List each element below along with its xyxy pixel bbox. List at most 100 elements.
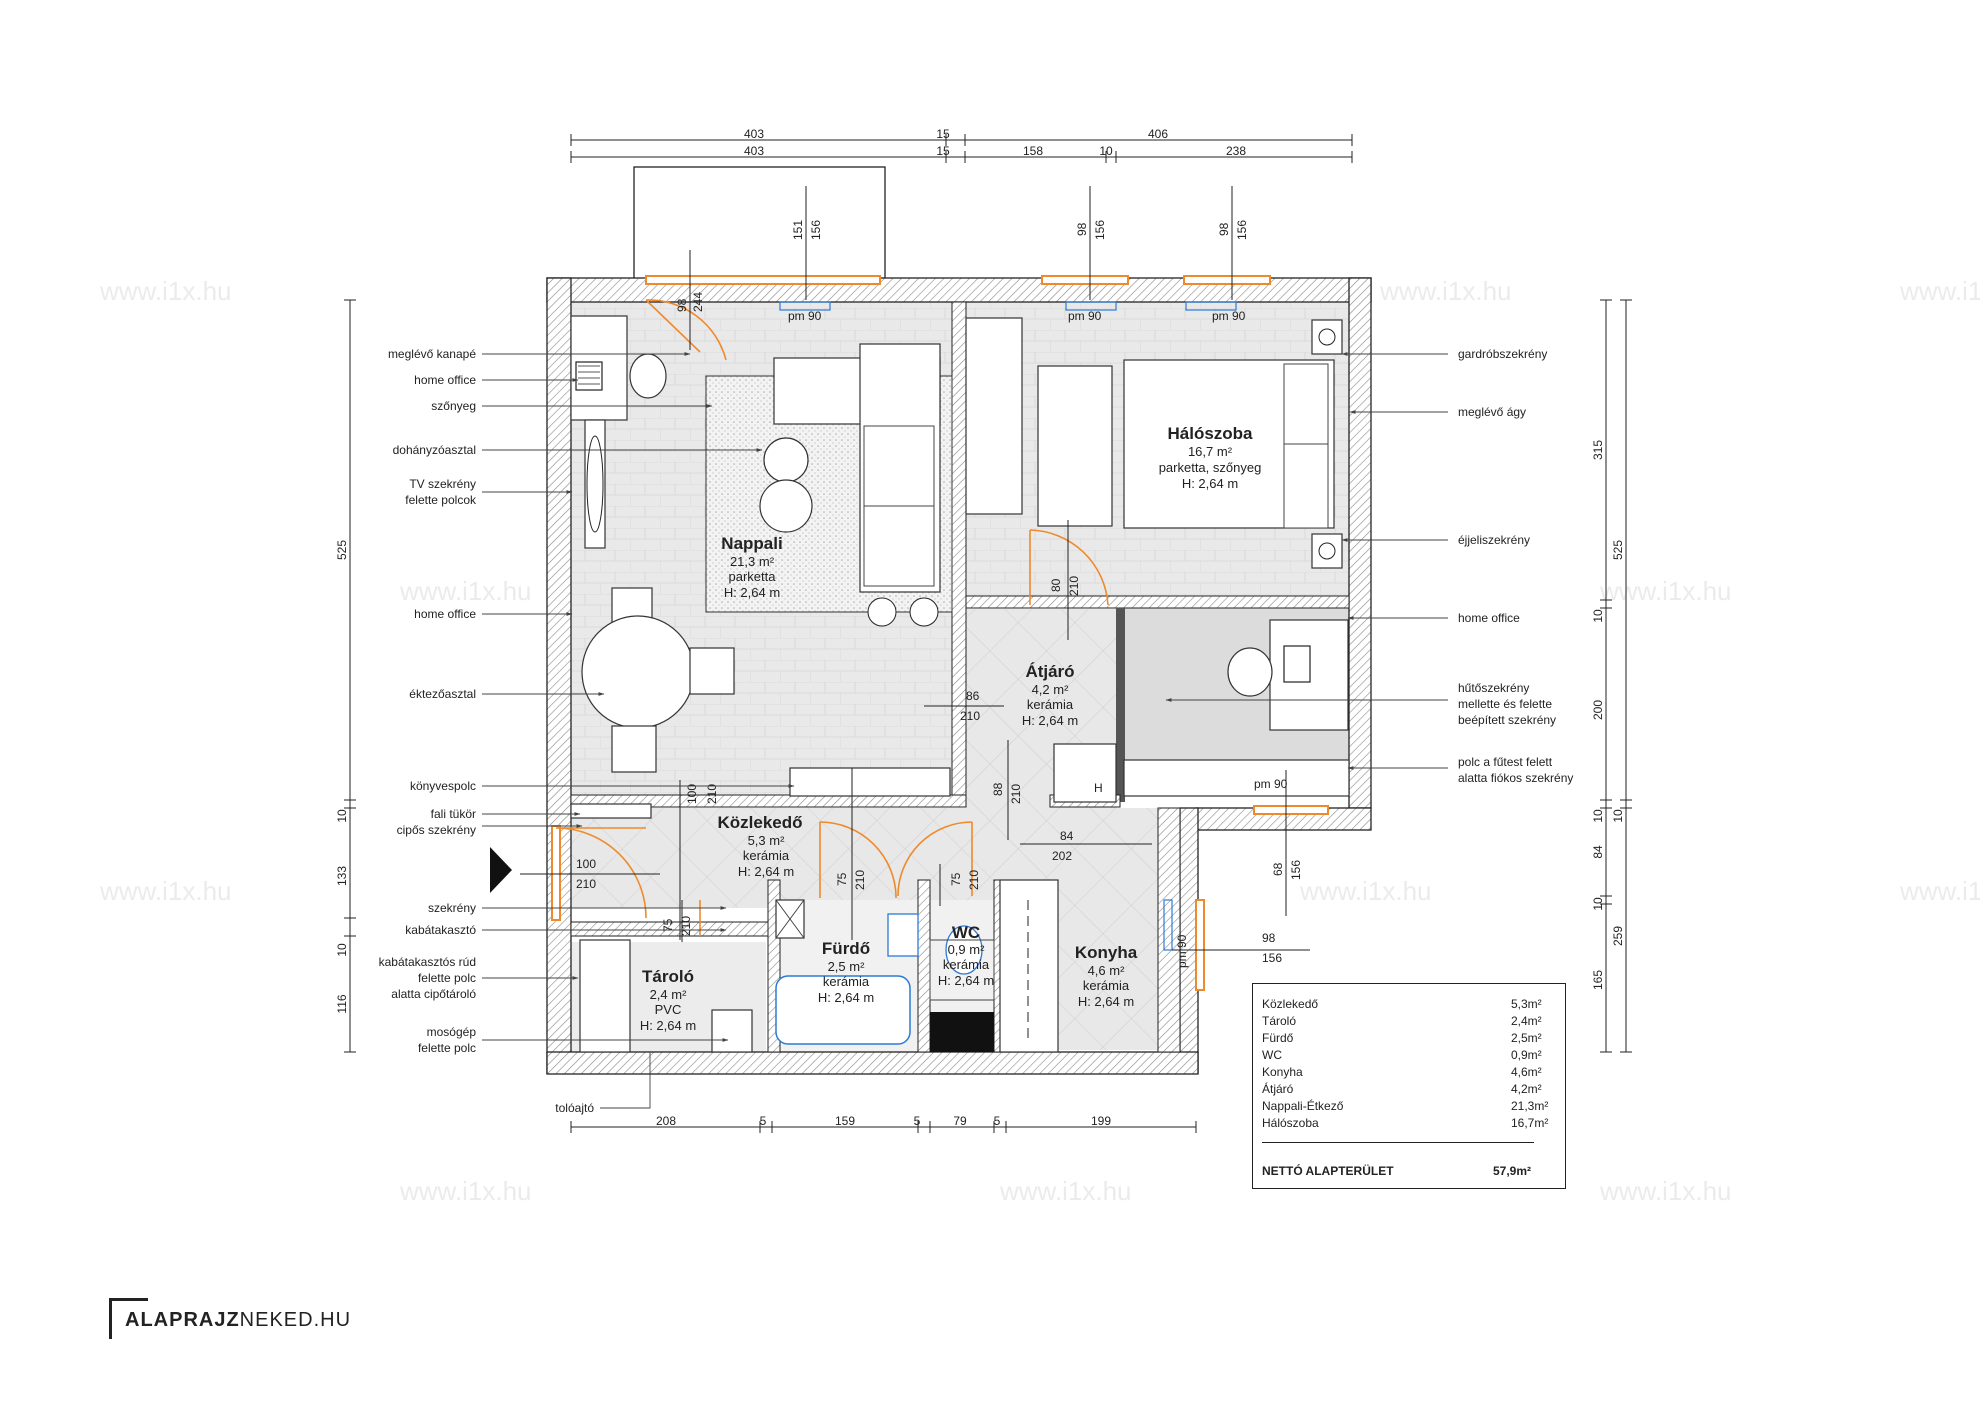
dim-bottom-6: 5 bbox=[994, 1114, 1001, 1128]
chair-icon bbox=[1227, 647, 1273, 697]
legend-area: 21,3m² bbox=[1511, 1099, 1549, 1113]
dim-left-1: 525 bbox=[335, 540, 349, 560]
pm-label: pm 90 bbox=[788, 309, 822, 323]
door-living-w: 86 bbox=[966, 689, 980, 703]
legend-area: 16,7m² bbox=[1511, 1116, 1549, 1130]
room-name: Átjáró bbox=[1025, 662, 1074, 681]
room-height: H: 2,64 m bbox=[1078, 994, 1134, 1009]
callout-moso-2: felette polc bbox=[418, 1041, 476, 1055]
opening-desk-w: 68 bbox=[1271, 862, 1285, 876]
dim-right-6: 10 bbox=[1591, 897, 1605, 911]
dim-bottom-1: 208 bbox=[656, 1114, 676, 1128]
window-kitchen bbox=[1195, 899, 1205, 991]
chair-icon bbox=[689, 647, 735, 695]
plant-icon bbox=[867, 597, 897, 627]
callout-ejjeli: éjjeliszekrény bbox=[1458, 533, 1530, 547]
legend-room: Közlekedő bbox=[1262, 997, 1319, 1011]
fridge-mark: H bbox=[1094, 781, 1103, 795]
nightstand bbox=[1311, 319, 1343, 355]
callout-home-office-2: home office bbox=[414, 607, 476, 621]
room-floor: kerámia bbox=[1083, 978, 1130, 993]
logo-regular: NEKED.HU bbox=[239, 1309, 352, 1331]
dim-right-10: 259 bbox=[1611, 926, 1625, 946]
chair-icon bbox=[611, 725, 657, 773]
callout-rud-3: alatta cipőtároló bbox=[391, 987, 476, 1001]
legend-row: Nappali-Étkező 21,3m² bbox=[1262, 1099, 1554, 1115]
pm-label: pm 90 bbox=[1175, 934, 1189, 968]
opening-living-h: 156 bbox=[809, 220, 823, 240]
legend-total-label: NETTÓ ALAPTERÜLET bbox=[1262, 1164, 1394, 1178]
dim-top-4: 403 bbox=[744, 144, 764, 158]
nightstand bbox=[1311, 533, 1343, 569]
room-floor: parketta bbox=[729, 569, 777, 584]
dim-right-3: 200 bbox=[1591, 700, 1605, 720]
watermark: www.i1x.hu bbox=[99, 276, 232, 306]
callout-szonyeg: szőnyeg bbox=[431, 399, 476, 413]
dim-top-7: 10 bbox=[1099, 144, 1113, 158]
dim-right-7: 165 bbox=[1591, 970, 1605, 990]
room-name: Fürdő bbox=[822, 939, 870, 958]
dim-bottom-4: 5 bbox=[914, 1114, 921, 1128]
dim-top-5: 15 bbox=[936, 144, 950, 158]
callout-tukor: fali tükör bbox=[431, 807, 476, 821]
door-living2-w: 100 bbox=[685, 784, 699, 804]
room-haloszoba: Hálószoba 16,7 m² parketta, szőnyeg H: 2… bbox=[1159, 424, 1262, 491]
legend-room: Tároló bbox=[1262, 1014, 1297, 1028]
opening-balcony-w: 98 bbox=[675, 298, 689, 312]
bookshelf bbox=[789, 767, 951, 797]
room-name: Konyha bbox=[1075, 943, 1138, 962]
doors bbox=[555, 299, 1109, 936]
callout-home-office: home office bbox=[414, 373, 476, 387]
dim-left-5: 116 bbox=[335, 994, 349, 1013]
wardrobe bbox=[965, 317, 1023, 515]
callout-dohanyzo: dohányzóasztal bbox=[393, 443, 476, 457]
dim-top-6: 158 bbox=[1023, 144, 1043, 158]
room-area: 4,2 m² bbox=[1032, 682, 1070, 697]
legend-divider bbox=[1262, 1142, 1534, 1143]
door-bath-w: 75 bbox=[835, 872, 849, 886]
window-living bbox=[645, 275, 881, 285]
room-name: Közlekedő bbox=[717, 813, 802, 832]
wardrobe bbox=[579, 939, 631, 1053]
room-floor: parketta, szőnyeg bbox=[1159, 460, 1262, 475]
callout-tv: TV szekrény bbox=[409, 477, 476, 491]
room-area: 2,4 m² bbox=[650, 987, 688, 1002]
room-height: H: 2,64 m bbox=[640, 1018, 696, 1033]
callout-hutos-2: mellette és felette bbox=[1458, 697, 1552, 711]
legend-room: Nappali-Étkező bbox=[1262, 1099, 1344, 1113]
callout-rud-2: felette polc bbox=[418, 971, 476, 985]
door-kitchen-h: 202 bbox=[1052, 849, 1072, 863]
laptop-icon bbox=[1283, 645, 1311, 683]
door-atjaro-h: 210 bbox=[1009, 784, 1023, 804]
room-atjaro: Átjáró 4,2 m² kerámia H: 2,64 m bbox=[1022, 662, 1078, 728]
opening-bed1-w: 98 bbox=[1075, 222, 1089, 236]
room-height: H: 2,64 m bbox=[1022, 713, 1078, 728]
room-height: H: 2,64 m bbox=[738, 864, 794, 879]
dimension-lines bbox=[344, 134, 1632, 1133]
dim-top-3: 406 bbox=[1148, 127, 1168, 141]
logo-frame-icon bbox=[109, 1298, 148, 1339]
door-entrance-h: 210 bbox=[576, 877, 596, 891]
opening-kitchen-h: 156 bbox=[1262, 951, 1282, 965]
logo-bold: ALAPRAJZ bbox=[125, 1309, 240, 1331]
opening-bed1-h: 156 bbox=[1093, 220, 1107, 240]
watermark: www.i1x.hu bbox=[1899, 876, 1980, 906]
furniture bbox=[570, 315, 1350, 1053]
door-bath-h: 210 bbox=[853, 870, 867, 890]
legend-area: 4,6m² bbox=[1511, 1065, 1542, 1079]
callout-agy: meglévő ágy bbox=[1458, 405, 1526, 419]
watermark: www.i1x.hu bbox=[1299, 876, 1432, 906]
legend-area: 2,5m² bbox=[1511, 1031, 1542, 1045]
door-entrance-w: 100 bbox=[576, 857, 596, 871]
window-bedroom-2 bbox=[1183, 275, 1271, 285]
room-tarolo: Tároló 2,4 m² PVC H: 2,64 m bbox=[640, 967, 696, 1033]
door-storage-h: 210 bbox=[679, 916, 693, 936]
room-area: 5,3 m² bbox=[748, 833, 786, 848]
door-bed-h: 210 bbox=[1067, 576, 1081, 596]
room-name: Nappali bbox=[721, 534, 782, 553]
dim-left-4: 10 bbox=[335, 943, 349, 957]
dim-top-1: 403 bbox=[744, 127, 764, 141]
